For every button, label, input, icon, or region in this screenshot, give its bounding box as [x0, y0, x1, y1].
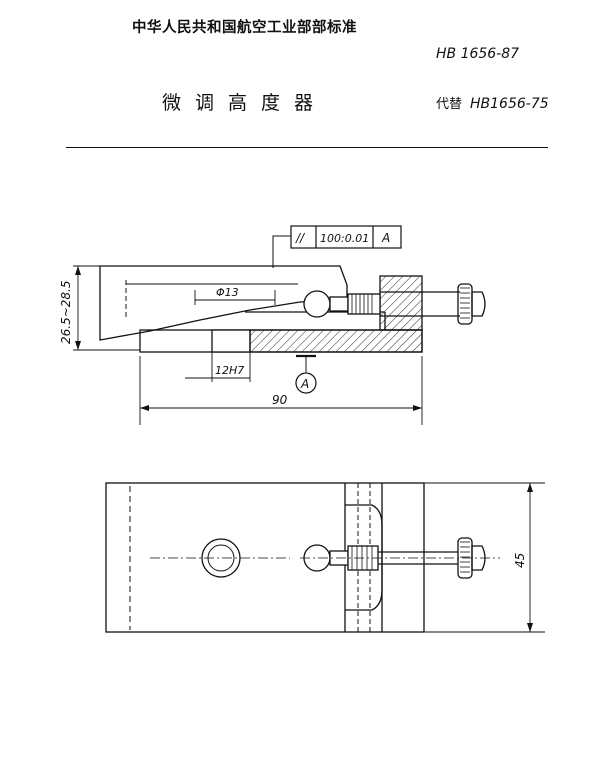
dim-width: 45 [513, 553, 527, 568]
tolerance-datum: A [381, 231, 390, 245]
tolerance-frame [290, 225, 402, 249]
ball-contact [303, 290, 331, 318]
standard-organization: 中华人民共和国航空工业部部标准 [132, 20, 357, 36]
top-view [105, 482, 545, 633]
replaces-code: HB1656-75 [470, 96, 549, 112]
tolerance-symbol: // [295, 231, 306, 245]
tolerance-value: 100:0.01 [320, 232, 369, 245]
front-section-view [73, 225, 486, 425]
dim-diameter: Φ13 [216, 286, 239, 299]
dim-hole-fit: 12H7 [215, 364, 244, 377]
dim-length: 90 [272, 393, 288, 407]
dim-height: 26.5~28.5 [59, 281, 73, 345]
drawing-title: 微调高度器 [162, 92, 328, 114]
replaces-note: 代替 HB1656-75 [436, 93, 549, 112]
datum-label: A [300, 377, 309, 391]
top-outline [105, 482, 425, 633]
upper-wedge [99, 265, 348, 341]
header-rule [66, 147, 548, 148]
screw-holder [379, 275, 423, 331]
standard-number: HB 1656-87 [436, 46, 520, 62]
replaces-label: 代替 [436, 97, 463, 112]
